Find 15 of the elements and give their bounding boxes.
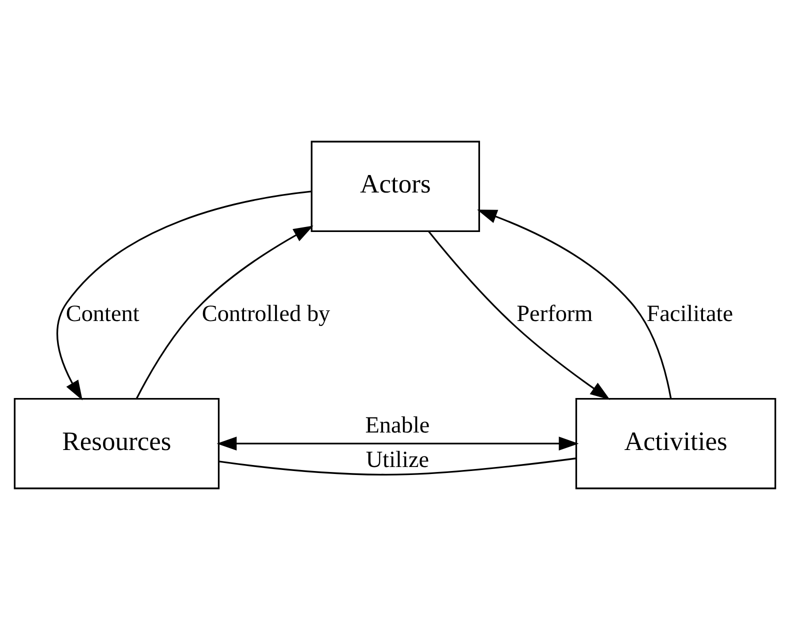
arrow [477,209,672,398]
arrow [428,230,610,400]
edge-label: Enable [365,412,430,438]
edge-label: Utilize [366,446,430,473]
node-box: Resources [14,397,220,489]
arrow [216,436,579,450]
edge-label: Controlled by [202,300,330,327]
edge-label: Content [66,300,140,327]
edge-label: Perform [516,300,593,327]
node-box: Actors [310,140,480,232]
connector [218,457,576,475]
node-box: Activities [575,397,776,489]
edge-label: Facilitate [646,300,734,327]
arrow [56,190,312,400]
arrow [136,225,314,398]
